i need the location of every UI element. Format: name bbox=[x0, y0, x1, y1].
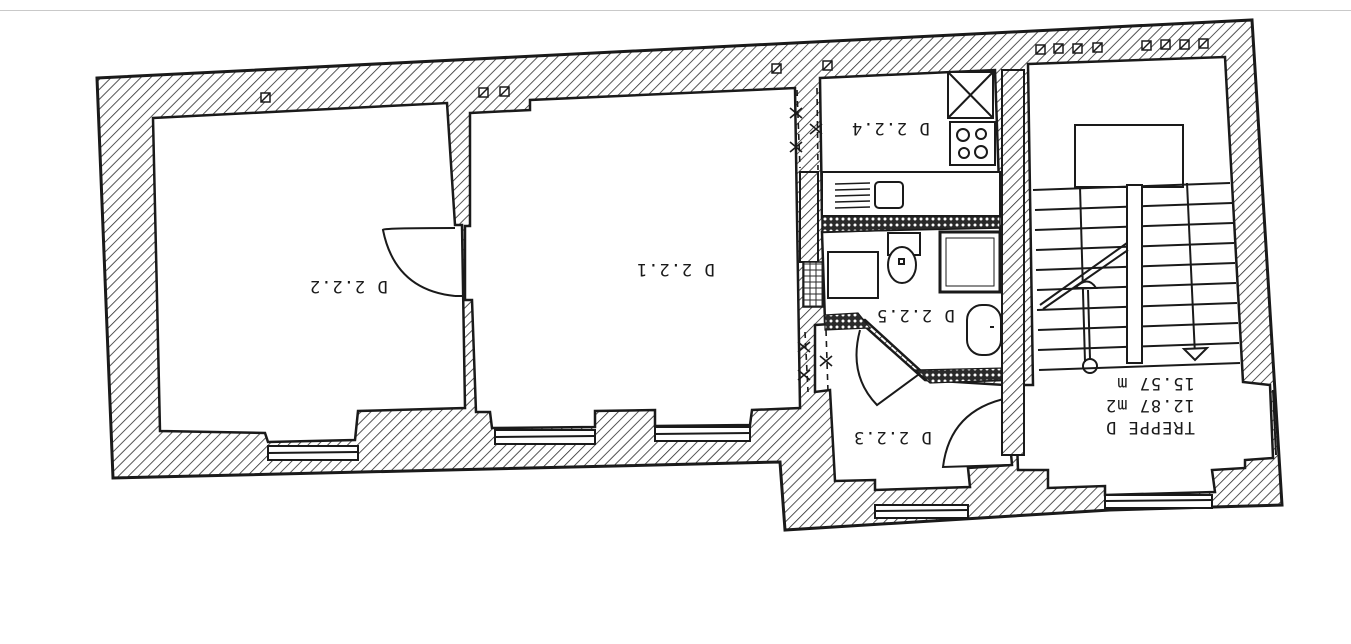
washbasin-icon bbox=[966, 304, 1002, 356]
flue-icon bbox=[499, 86, 510, 97]
room-label-d223: D 2.2.3 bbox=[853, 427, 932, 447]
flue-icon bbox=[260, 92, 271, 103]
stove-icon bbox=[949, 121, 996, 166]
room-d223 bbox=[813, 320, 1014, 492]
room-d222 bbox=[151, 101, 467, 444]
partition-kitchen-left bbox=[799, 171, 819, 263]
flue-icon bbox=[822, 60, 833, 71]
kitchen-fixtures bbox=[821, 71, 1001, 217]
tiled-partition-bath-hall-2 bbox=[913, 367, 1006, 384]
stair-newel bbox=[1126, 184, 1143, 364]
sink-icon bbox=[874, 181, 904, 209]
door-d223-entry bbox=[941, 397, 1009, 469]
counter bbox=[821, 171, 1001, 217]
flue-icon bbox=[771, 63, 782, 74]
stair-name: TREPPE D bbox=[1105, 417, 1195, 437]
flue-icon bbox=[1160, 39, 1171, 50]
arrow-down-icon bbox=[1181, 346, 1210, 362]
flue-icon bbox=[1053, 43, 1064, 54]
arrow-up-icon bbox=[1072, 280, 1098, 289]
partition-stair-wall bbox=[1001, 69, 1025, 456]
flue-icon bbox=[1198, 38, 1209, 49]
room-label-d221: D 2.2.1 bbox=[636, 259, 715, 279]
scan-edge-line bbox=[0, 0, 1351, 11]
doors bbox=[381, 227, 1009, 469]
door-d222-d221 bbox=[381, 227, 463, 297]
stair-label-block: TREPPE D 12.87 m2 15.57 m bbox=[1105, 372, 1195, 438]
flue-markers bbox=[260, 38, 1209, 103]
dashed-partition bbox=[789, 87, 833, 393]
flue-icon bbox=[1141, 40, 1152, 51]
room-d221 bbox=[463, 86, 802, 430]
room-label-d225: D 2.2.5 bbox=[876, 305, 955, 325]
bathroom-fixtures bbox=[827, 230, 1002, 356]
flue-icon bbox=[1092, 42, 1103, 53]
drainboard-icon bbox=[834, 182, 871, 209]
flue-icon bbox=[478, 87, 489, 98]
windows bbox=[267, 389, 1277, 519]
flue-icon bbox=[1179, 39, 1190, 50]
staircase bbox=[1032, 124, 1241, 374]
handrail bbox=[1039, 242, 1129, 310]
flue-icon bbox=[1072, 43, 1083, 54]
stair-perimeter: 15.57 m bbox=[1116, 373, 1195, 393]
tiled-partition-bath-hall bbox=[824, 312, 872, 331]
door-d225 bbox=[855, 329, 923, 407]
stair-area: 12.87 m2 bbox=[1105, 395, 1195, 415]
room-label-d222: D 2.2.2 bbox=[309, 276, 388, 296]
room-label-d224: D 2.2.4 bbox=[851, 118, 930, 138]
washing-machine-icon bbox=[827, 251, 879, 299]
flue-icon bbox=[1035, 44, 1046, 55]
window-treppe-side bbox=[1272, 389, 1277, 456]
tiled-wall bbox=[802, 261, 824, 308]
